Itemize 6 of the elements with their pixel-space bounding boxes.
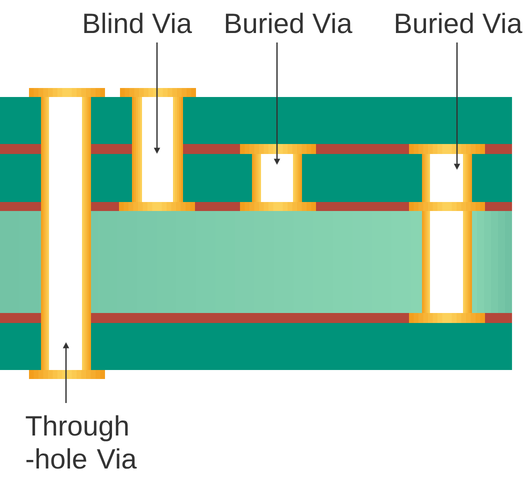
via-hole bbox=[261, 154, 293, 202]
callout-label: Buried Via bbox=[226, 12, 352, 34]
callout-label: Blind Via bbox=[84, 12, 192, 34]
via-hole bbox=[430, 154, 463, 202]
callout-label: Buried Via bbox=[396, 12, 522, 34]
callout-label: Through -hole Via bbox=[26, 415, 137, 469]
